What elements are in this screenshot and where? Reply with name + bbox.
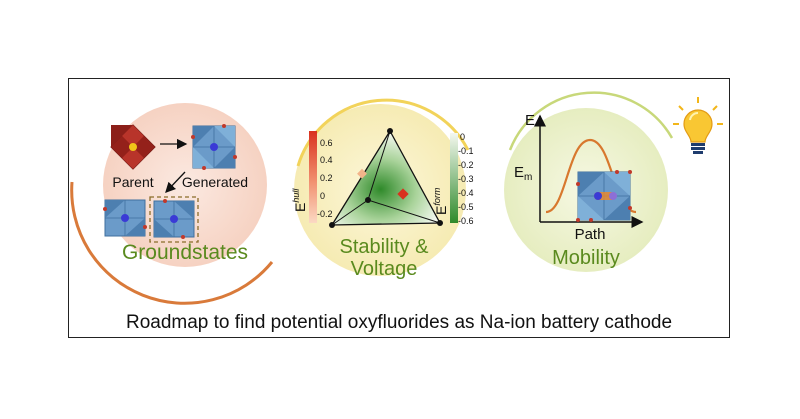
form-axis-superscript: form [432, 187, 442, 206]
tie-line [367, 130, 391, 201]
ternary-phase-diagram [330, 129, 442, 226]
arrow-generated-to-groundstates [165, 171, 186, 193]
form-tick: -0.4 [458, 188, 474, 198]
hull-axis-superscript: hull [291, 188, 301, 203]
form-tick: -0.3 [458, 174, 474, 184]
tie-line [331, 199, 369, 226]
hull-axis-symbol: E [292, 203, 308, 212]
ternary-vertex [387, 128, 393, 134]
formation-colorbar [450, 133, 458, 223]
hull-tick: 0.6 [320, 138, 333, 148]
hull-colorbar-ticks: 0.6 0.4 0.2 0 -0.2 [317, 138, 333, 219]
lightbulb-icon [673, 97, 723, 154]
formation-axis-label: Eform [432, 187, 449, 215]
path-axis-label: Path [575, 226, 606, 243]
ternary-vertex [437, 220, 443, 226]
tie-line [367, 199, 441, 224]
svg-text:Ehull: Ehull [291, 188, 308, 212]
panel-groundstates: Parent Generated Groundstates [70, 103, 274, 305]
parent-label: Parent [112, 174, 153, 190]
barrier-symbol: E [514, 164, 524, 181]
form-tick: -0.6 [458, 216, 474, 226]
unstable-phase-marker [397, 188, 409, 200]
panel-mobility: E Em Path Mobility [504, 91, 674, 272]
barrier-label: Em [514, 164, 532, 183]
parent-structure-icon [110, 124, 156, 170]
groundstate-structure-2-icon [153, 199, 195, 239]
hull-tick: 0 [320, 191, 325, 201]
formation-colorbar-ticks: 0 -0.1 -0.2 -0.3 -0.4 -0.5 -0.6 [458, 132, 474, 226]
form-tick: -0.1 [458, 146, 474, 156]
stable-phase-point [365, 197, 371, 203]
metastable-phase-marker [357, 168, 367, 179]
form-tick: -0.2 [458, 160, 474, 170]
svg-text:Eform: Eform [432, 187, 449, 215]
form-tick: 0 [460, 132, 465, 142]
hull-tick: 0.2 [320, 173, 333, 183]
groundstates-title: Groundstates [122, 241, 248, 264]
hull-axis-label: Ehull [291, 188, 308, 212]
mobility-title: Mobility [552, 247, 620, 269]
panel1-orbit-arc [70, 181, 274, 305]
generated-structure-icon [191, 124, 237, 170]
barrier-subscript: m [524, 172, 532, 183]
panel-stability-voltage: 0.6 0.4 0.2 0 -0.2 Ehull 0 -0.1 -0.2 -0.… [291, 98, 474, 280]
figure-caption: Roadmap to find potential oxyfluorides a… [125, 312, 673, 333]
ternary-vertex [329, 222, 335, 228]
hull-tick: 0.4 [320, 155, 333, 165]
form-axis-symbol: E [433, 206, 449, 215]
stability-title-line2: Voltage [351, 258, 418, 280]
energy-axis-label: E [525, 112, 535, 129]
panel3-orbit-arc [508, 91, 674, 151]
hull-tick: -0.2 [317, 209, 333, 219]
migration-structure-icon [576, 170, 632, 222]
generated-label: Generated [182, 174, 248, 190]
form-tick: -0.5 [458, 202, 474, 212]
groundstate-structure-1-icon [103, 199, 147, 237]
groundstate-selection-box [149, 196, 199, 243]
stability-title-line1: Stability & [340, 236, 430, 258]
hull-colorbar [309, 131, 317, 223]
